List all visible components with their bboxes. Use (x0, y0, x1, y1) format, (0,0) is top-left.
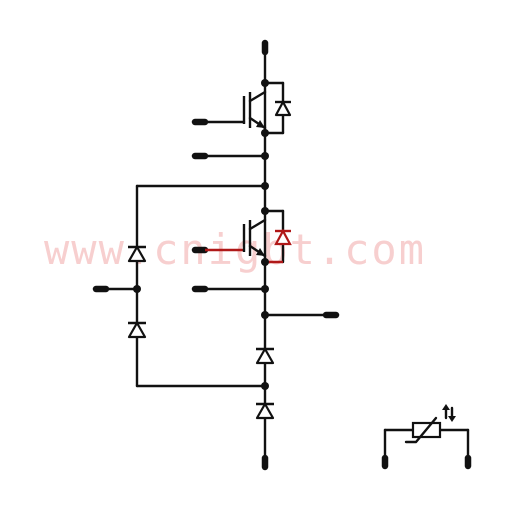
diode-icon (255, 402, 275, 420)
igbt-q2 (205, 209, 292, 264)
diode-d4 (255, 402, 275, 420)
terminal-wires (104, 154, 328, 317)
diode-d1 (127, 245, 147, 263)
igbt-icon (205, 218, 267, 258)
diode-icon (274, 228, 292, 246)
igbt-q1 (203, 81, 292, 135)
ntc-thermistor (383, 404, 470, 460)
terminals (92, 39, 472, 471)
diode-icon (274, 100, 292, 117)
left-branch (127, 184, 267, 388)
antiparallel-diode-q1 (263, 81, 292, 135)
diode-d2 (127, 321, 147, 339)
diode-icon (127, 321, 147, 339)
diode-icon (255, 347, 275, 365)
igbt-icon (203, 90, 267, 130)
antiparallel-diode-q2 (263, 209, 292, 264)
diode-icon (127, 245, 147, 263)
temperature-arrows-icon (442, 404, 456, 422)
diode-d3 (255, 347, 275, 365)
junction-dots (133, 79, 269, 390)
